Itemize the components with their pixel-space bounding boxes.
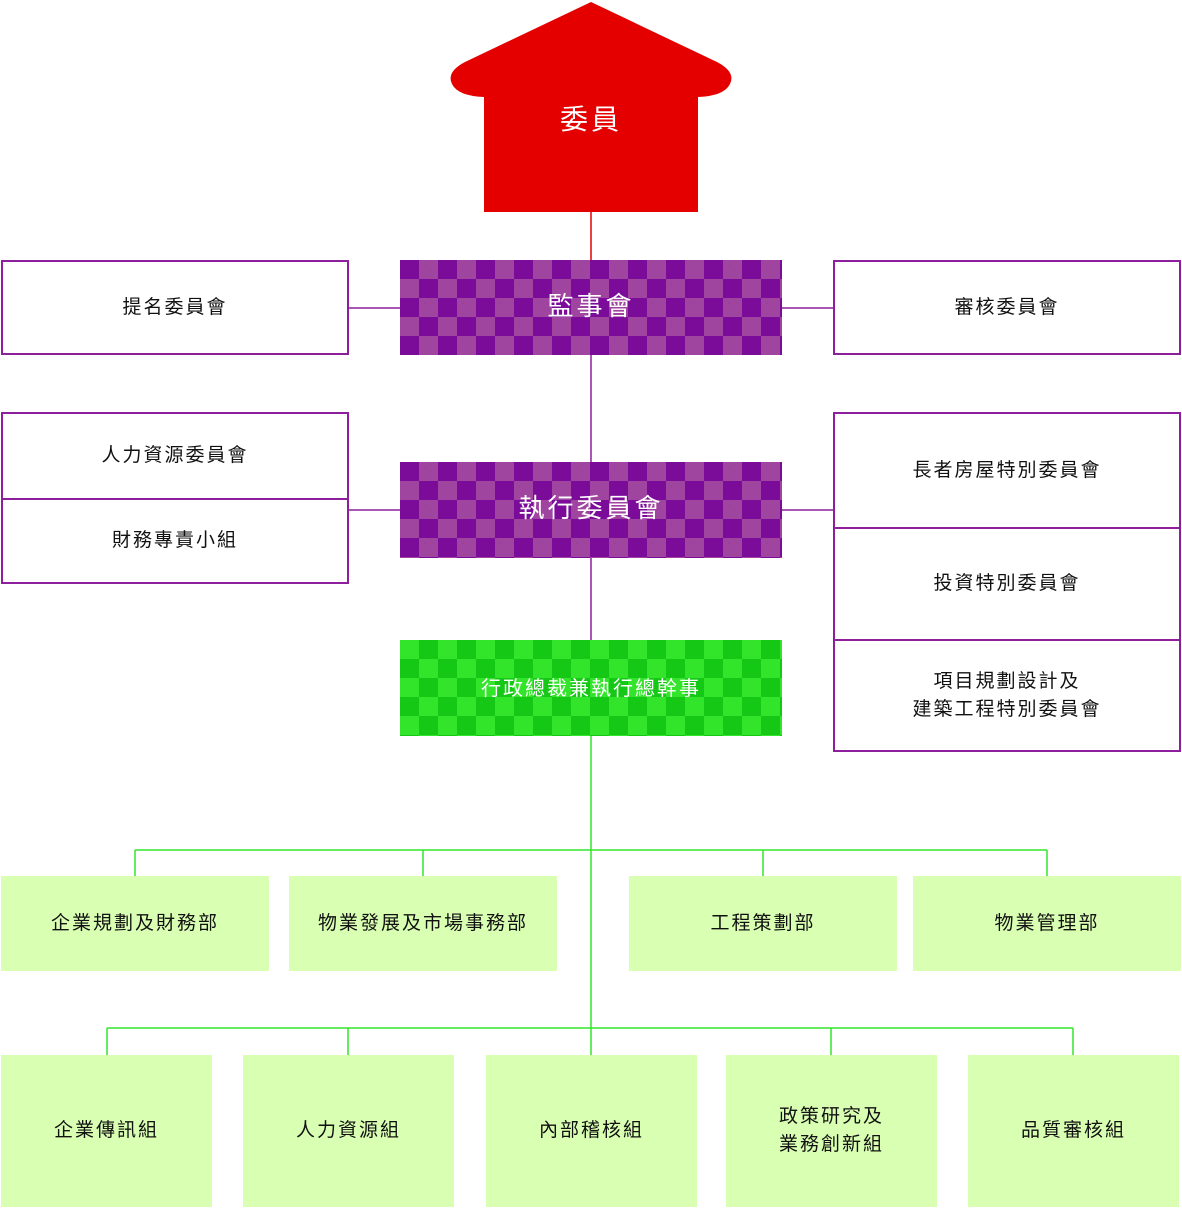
department-box: 物業發展及市場事務部 [289, 876, 557, 971]
supervisory-board: 監事會 [400, 260, 782, 355]
members-node: 委員 [559, 103, 622, 136]
group-box: 人力資源組 [243, 1055, 454, 1207]
department-box: 工程策劃部 [629, 876, 897, 971]
audit-committee: 審核委員會 [833, 260, 1181, 355]
hr-committee: 人力資源委員會 [101, 444, 249, 467]
group-box: 品質審核組 [968, 1055, 1179, 1207]
project-committee: 項目規劃設計及 建築工程特別委員會 [835, 639, 1179, 750]
right-committee-group: 長者房屋特別委員會 投資特別委員會 項目規劃設計及 建築工程特別委員會 [833, 412, 1181, 752]
project-committee-line1: 項目規劃設計及 [933, 669, 1081, 692]
group-label: 企業傳訊組 [53, 1119, 159, 1142]
house-shape [450, 2, 732, 212]
department-box: 物業管理部 [913, 876, 1181, 971]
group-box: 企業傳訊組 [1, 1055, 212, 1207]
executive-committee: 執行委員會 [400, 462, 782, 558]
nomination-committee: 提名委員會 [1, 260, 349, 355]
group-label: 品質審核組 [1020, 1119, 1126, 1142]
finance-taskforce: 財務專責小組 [3, 498, 347, 582]
department-box: 企業規劃及財務部 [1, 876, 269, 971]
group-label: 政策研究及 [778, 1105, 884, 1128]
group-box: 政策研究及 業務創新組 [726, 1055, 937, 1207]
group-box: 內部稽核組 [486, 1055, 697, 1207]
ceo-node: 行政總裁兼執行總幹事 [400, 640, 782, 736]
elderly-housing-committee: 長者房屋特別委員會 [912, 458, 1102, 481]
group-label: 業務創新組 [778, 1133, 884, 1155]
project-committee-line2: 建築工程特別委員會 [912, 697, 1102, 720]
group-label: 人力資源組 [295, 1119, 401, 1142]
group-label: 內部稽核組 [538, 1119, 644, 1142]
left-committee-group: 人力資源委員會 財務專責小組 [1, 412, 349, 584]
investment-committee: 投資特別委員會 [835, 527, 1179, 639]
